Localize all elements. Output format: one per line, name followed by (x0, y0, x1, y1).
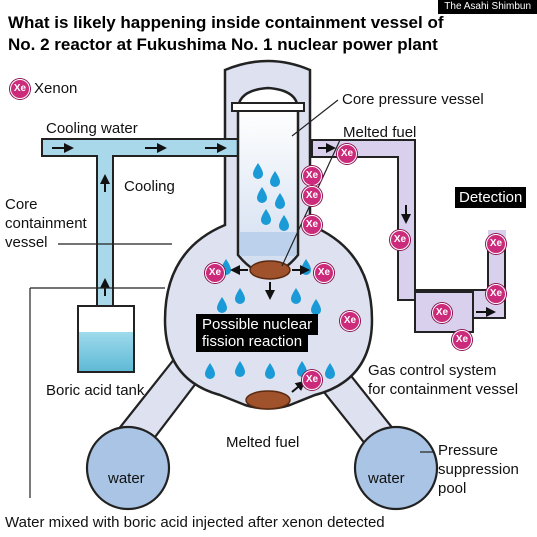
label-footer: Water mixed with boric acid injected aft… (5, 514, 385, 531)
label-core-containment-3: vessel (5, 234, 48, 251)
xenon-particle: Xe (302, 370, 322, 390)
label-cooling-water: Cooling water (46, 120, 138, 137)
legend-xenon-label: Xenon (34, 80, 78, 97)
label-boric-acid-tank: Boric acid tank (46, 382, 145, 399)
title-line-1: What is likely happening inside containm… (8, 13, 444, 32)
xenon-particle: Xe (340, 311, 360, 331)
suppression-pools (85, 425, 439, 511)
label-pressure-2: suppression (438, 461, 519, 478)
core-pressure-vessel (231, 86, 305, 275)
xenon-particle: Xe (452, 330, 472, 350)
label-pressure-3: pool (438, 480, 467, 497)
label-water-right: water (368, 470, 405, 487)
label-melted-fuel-top: Melted fuel (343, 124, 417, 141)
credit-label: The Asahi Shimbun (438, 0, 537, 14)
label-melted-fuel-bottom: Melted fuel (226, 434, 300, 451)
label-gas-control-1: Gas control system (368, 362, 497, 379)
xenon-particle: Xe (314, 263, 334, 283)
xenon-particle: Xe (432, 303, 452, 323)
label-core-containment-2: containment (5, 215, 87, 232)
xenon-particle: Xe (486, 234, 506, 254)
label-cooling: Cooling (124, 178, 175, 195)
xenon-particle: Xe (205, 263, 225, 283)
melted-fuel-core (249, 260, 291, 280)
xenon-particle: Xe (302, 186, 322, 206)
label-water-left: water (108, 470, 145, 487)
label-fission-line-2: fission reaction (196, 333, 309, 352)
label-pressure-1: Pressure (438, 442, 499, 459)
label-fission-line-1: Possible nuclear (196, 314, 319, 335)
label-core-pressure-vessel: Core pressure vessel (342, 91, 484, 108)
boric-acid-tank (77, 305, 135, 373)
xenon-particle: Xe (302, 215, 322, 235)
xenon-particle: Xe (486, 284, 506, 304)
label-detection: Detection (455, 187, 527, 208)
legend-xenon-icon: Xe (10, 79, 30, 99)
xenon-particle: Xe (302, 166, 322, 186)
title-line-2: No. 2 reactor at Fukushima No. 1 nuclear… (8, 35, 438, 54)
xenon-particle: Xe (390, 230, 410, 250)
xenon-particle: Xe (337, 144, 357, 164)
label-core-containment-1: Core (5, 196, 38, 213)
label-gas-control-2: for containment vessel (368, 381, 519, 398)
melted-fuel-bottom (245, 390, 291, 410)
